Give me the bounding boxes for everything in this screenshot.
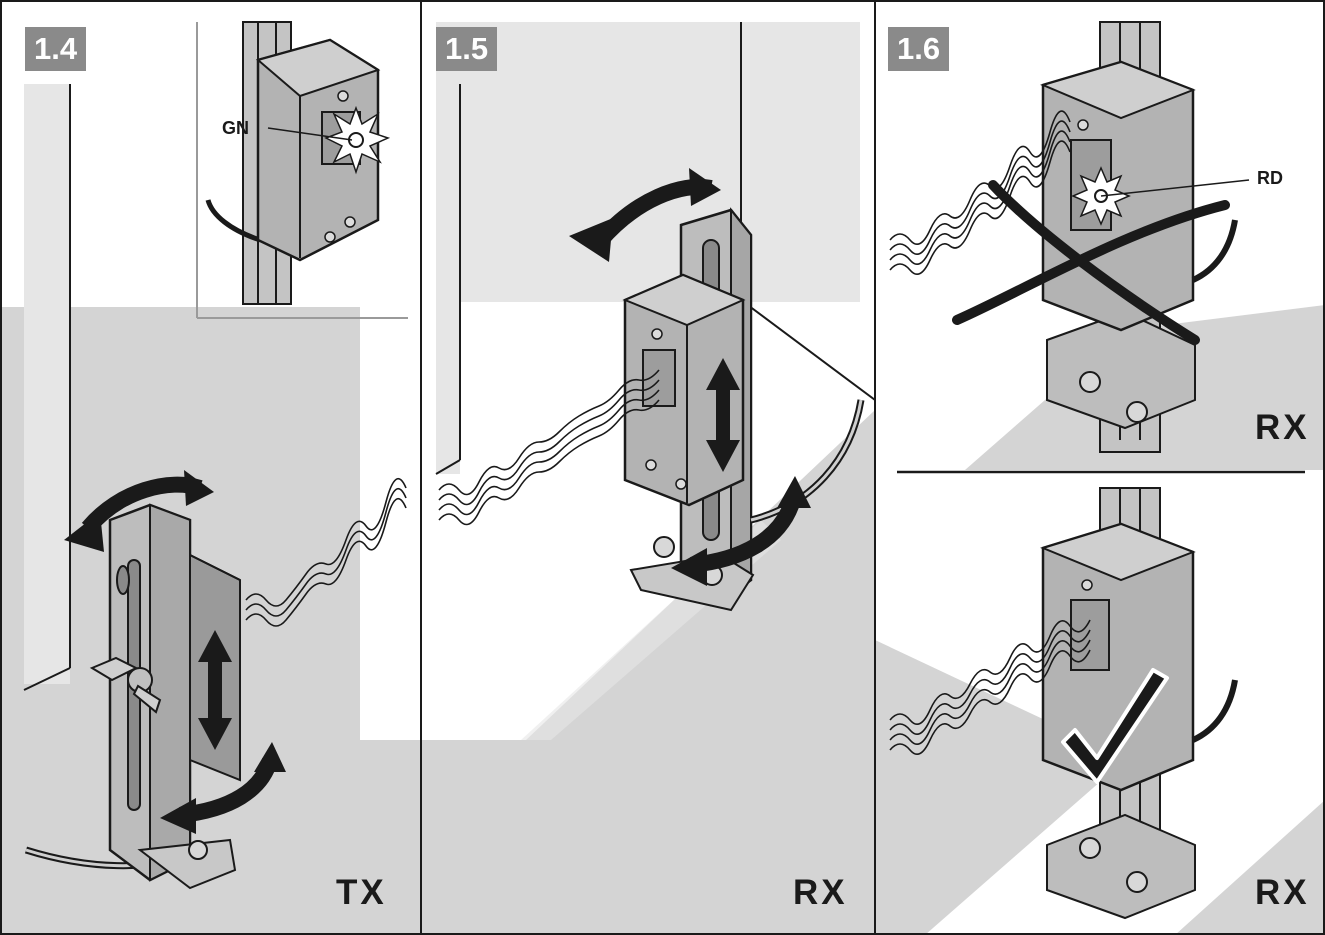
- beam-wave-icon: [889, 110, 1071, 276]
- panel-1-4-illustration: [0, 21, 421, 935]
- device-rx-misaligned: [1040, 21, 1250, 453]
- wing-nut-icon: [89, 656, 162, 714]
- led-callout-label: GN: [222, 118, 249, 138]
- rotate-arrow-icon: [64, 470, 214, 552]
- device-label: TX: [336, 873, 387, 912]
- cross-icon: [952, 180, 1230, 345]
- rotate-arrow-icon: [671, 476, 811, 586]
- screw-icon: [188, 840, 208, 860]
- panel-step-1-6: 1.6 RD RX RX: [875, 0, 1325, 935]
- beam-wave-icon: [889, 619, 1091, 756]
- panel-divider: [420, 0, 422, 935]
- step-number-badge: 1.6: [888, 27, 950, 71]
- screw-icon: [1079, 371, 1101, 393]
- device-label-top: RX: [1255, 408, 1310, 447]
- double-arrow-icon: [706, 358, 740, 472]
- panel-divider: [874, 0, 876, 935]
- check-icon: [1061, 668, 1169, 784]
- panel-1-5-illustration: [421, 22, 875, 935]
- screw-icon: [1126, 401, 1148, 423]
- screw-icon: [653, 536, 675, 558]
- screw-icon: [1126, 871, 1148, 893]
- rotate-arrow-icon: [160, 742, 286, 834]
- double-arrow-icon: [198, 630, 232, 750]
- beam-wave-icon: [245, 477, 407, 627]
- panel-step-1-5: 1.5 RX: [421, 0, 875, 935]
- device-label-bottom: RX: [1255, 873, 1310, 912]
- led-callout-label: RD: [1257, 168, 1283, 188]
- screw-icon: [1079, 837, 1101, 859]
- step-number-badge: 1.4: [25, 27, 87, 71]
- device-label: RX: [793, 873, 848, 912]
- panel-1-6-illustration: [875, 21, 1325, 935]
- inset-led-detail: [196, 21, 408, 319]
- panel-step-1-4: 1.4 GN TX: [0, 0, 421, 935]
- rotate-arrow-icon: [569, 168, 721, 262]
- step-number-badge: 1.5: [436, 27, 498, 71]
- beam-wave-icon: [438, 369, 660, 526]
